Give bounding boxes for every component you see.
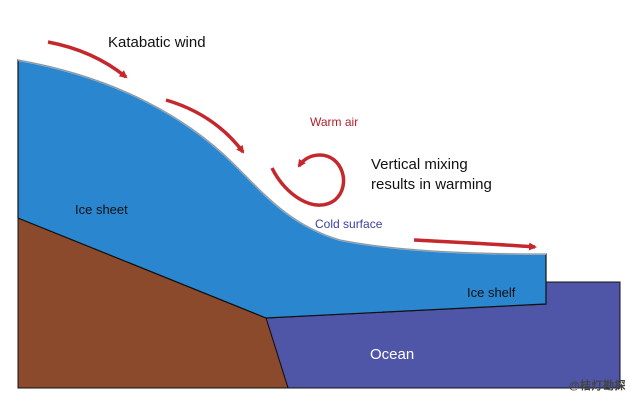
vertical-mixing-label-line1: Vertical mixing — [371, 156, 468, 173]
ocean-label: Ocean — [370, 346, 415, 363]
ice-sheet-label: Ice sheet — [75, 202, 128, 217]
wind-arrow-3 — [413, 238, 537, 251]
watermark: @桔灯勘探 — [568, 380, 626, 392]
wind-arrow-2 — [165, 98, 245, 154]
ice-shelf-label: Ice shelf — [467, 285, 516, 300]
ice-surface-highlight — [17, 59, 547, 255]
cold-surface-label: Cold surface — [315, 217, 383, 231]
warm-air-label: Warm air — [310, 115, 359, 129]
katabatic-wind-label: Katabatic wind — [108, 34, 206, 51]
vertical-mixing-label-line2: results in warming — [371, 176, 492, 193]
mixing-curl-arrow — [270, 153, 346, 207]
wind-arrow-1 — [47, 40, 128, 79]
